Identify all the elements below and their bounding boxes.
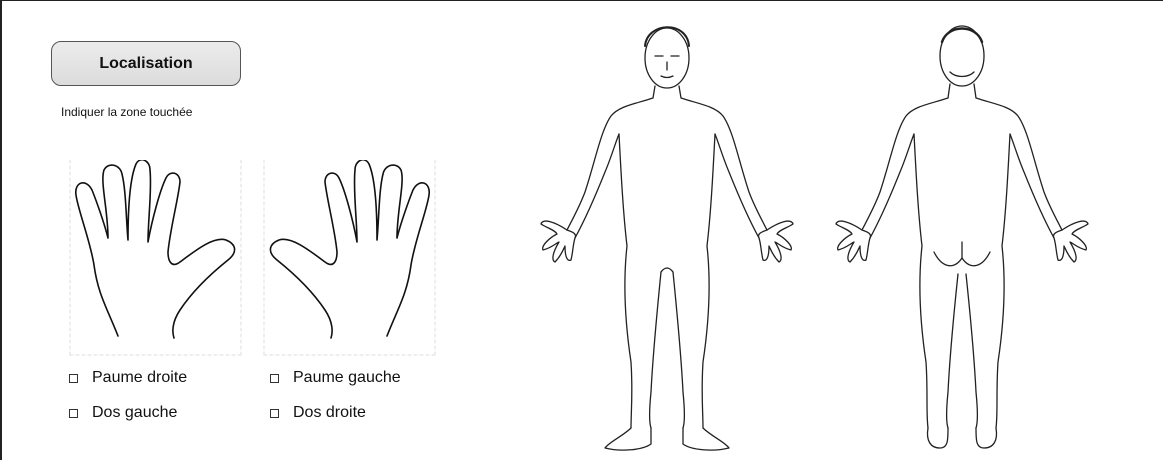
left-hand-palm-icon[interactable] xyxy=(262,160,437,356)
checkbox-icon[interactable] xyxy=(270,374,279,383)
section-title: Localisation xyxy=(51,41,241,86)
checkbox-icon[interactable] xyxy=(69,374,78,383)
option-dos-droite[interactable]: Dos droite xyxy=(270,404,366,422)
option-dos-gauche[interactable]: Dos gauche xyxy=(69,404,177,422)
right-hand-palm-icon[interactable] xyxy=(68,160,243,356)
body-back-figure[interactable] xyxy=(830,12,1095,454)
option-label: Paume gauche xyxy=(293,369,401,387)
checkbox-icon[interactable] xyxy=(69,409,78,418)
section-title-label: Localisation xyxy=(99,55,192,73)
option-label: Dos droite xyxy=(293,404,366,422)
body-front-figure[interactable] xyxy=(535,12,800,454)
instruction-text: Indiquer la zone touchée xyxy=(61,105,192,119)
option-paume-gauche[interactable]: Paume gauche xyxy=(270,369,401,387)
option-label: Dos gauche xyxy=(92,404,177,422)
checkbox-icon[interactable] xyxy=(270,409,279,418)
option-label: Paume droite xyxy=(92,369,187,387)
option-paume-droite[interactable]: Paume droite xyxy=(69,369,187,387)
